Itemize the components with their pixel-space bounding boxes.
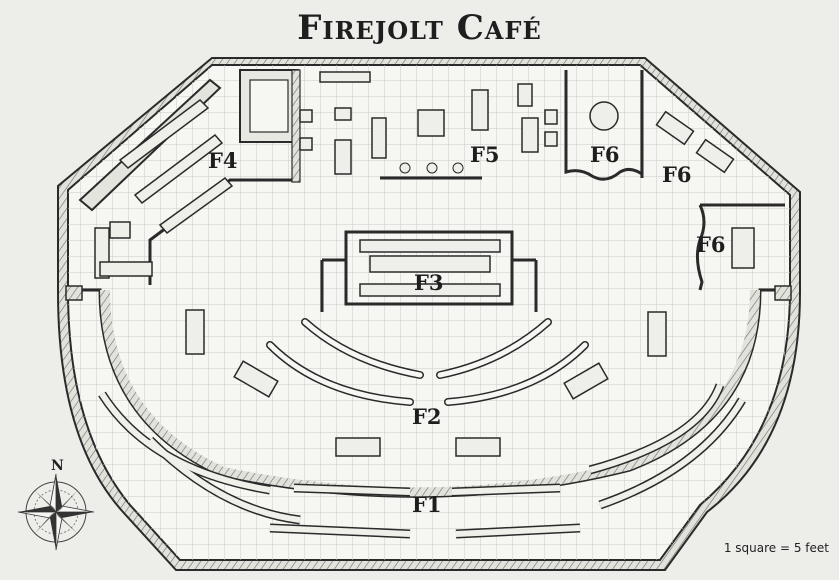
f3-counter-top [359,239,501,253]
f6-room-north-wall [564,70,643,181]
f4-kitchen-inner [249,79,289,133]
area-label-f4: F4 [208,148,238,173]
f4-partition [291,69,301,183]
f3-outer [344,230,514,306]
f2-benches-inner [267,319,588,405]
f6-room-east-wall [695,204,706,291]
area-label-f6-east: F6 [662,162,692,187]
f1-benches-inner [99,383,745,537]
area-label-f5: F5 [470,142,500,167]
f3-counter-bottom [359,283,501,297]
area-label-f3: F3 [414,270,444,295]
area-label-f2: F2 [412,404,442,429]
f2-tables [185,309,667,457]
scale-note: 1 square = 5 feet [723,541,829,555]
f3-counter-mid [369,255,491,273]
f5-furniture [299,71,558,175]
f6-tables [589,101,755,269]
compass-north-label: N [51,458,64,474]
compass-rose-icon: N [17,458,95,551]
area-label-f6-southeast: F6 [696,232,726,257]
f5-stools [399,162,464,174]
area-label-f6-north: F6 [590,142,620,167]
map-title: Firejolt Café [297,8,542,48]
area-label-f1: F1 [412,492,442,517]
pillar-east [774,285,792,301]
pillar-west [65,285,83,301]
f4-counters [94,99,234,279]
